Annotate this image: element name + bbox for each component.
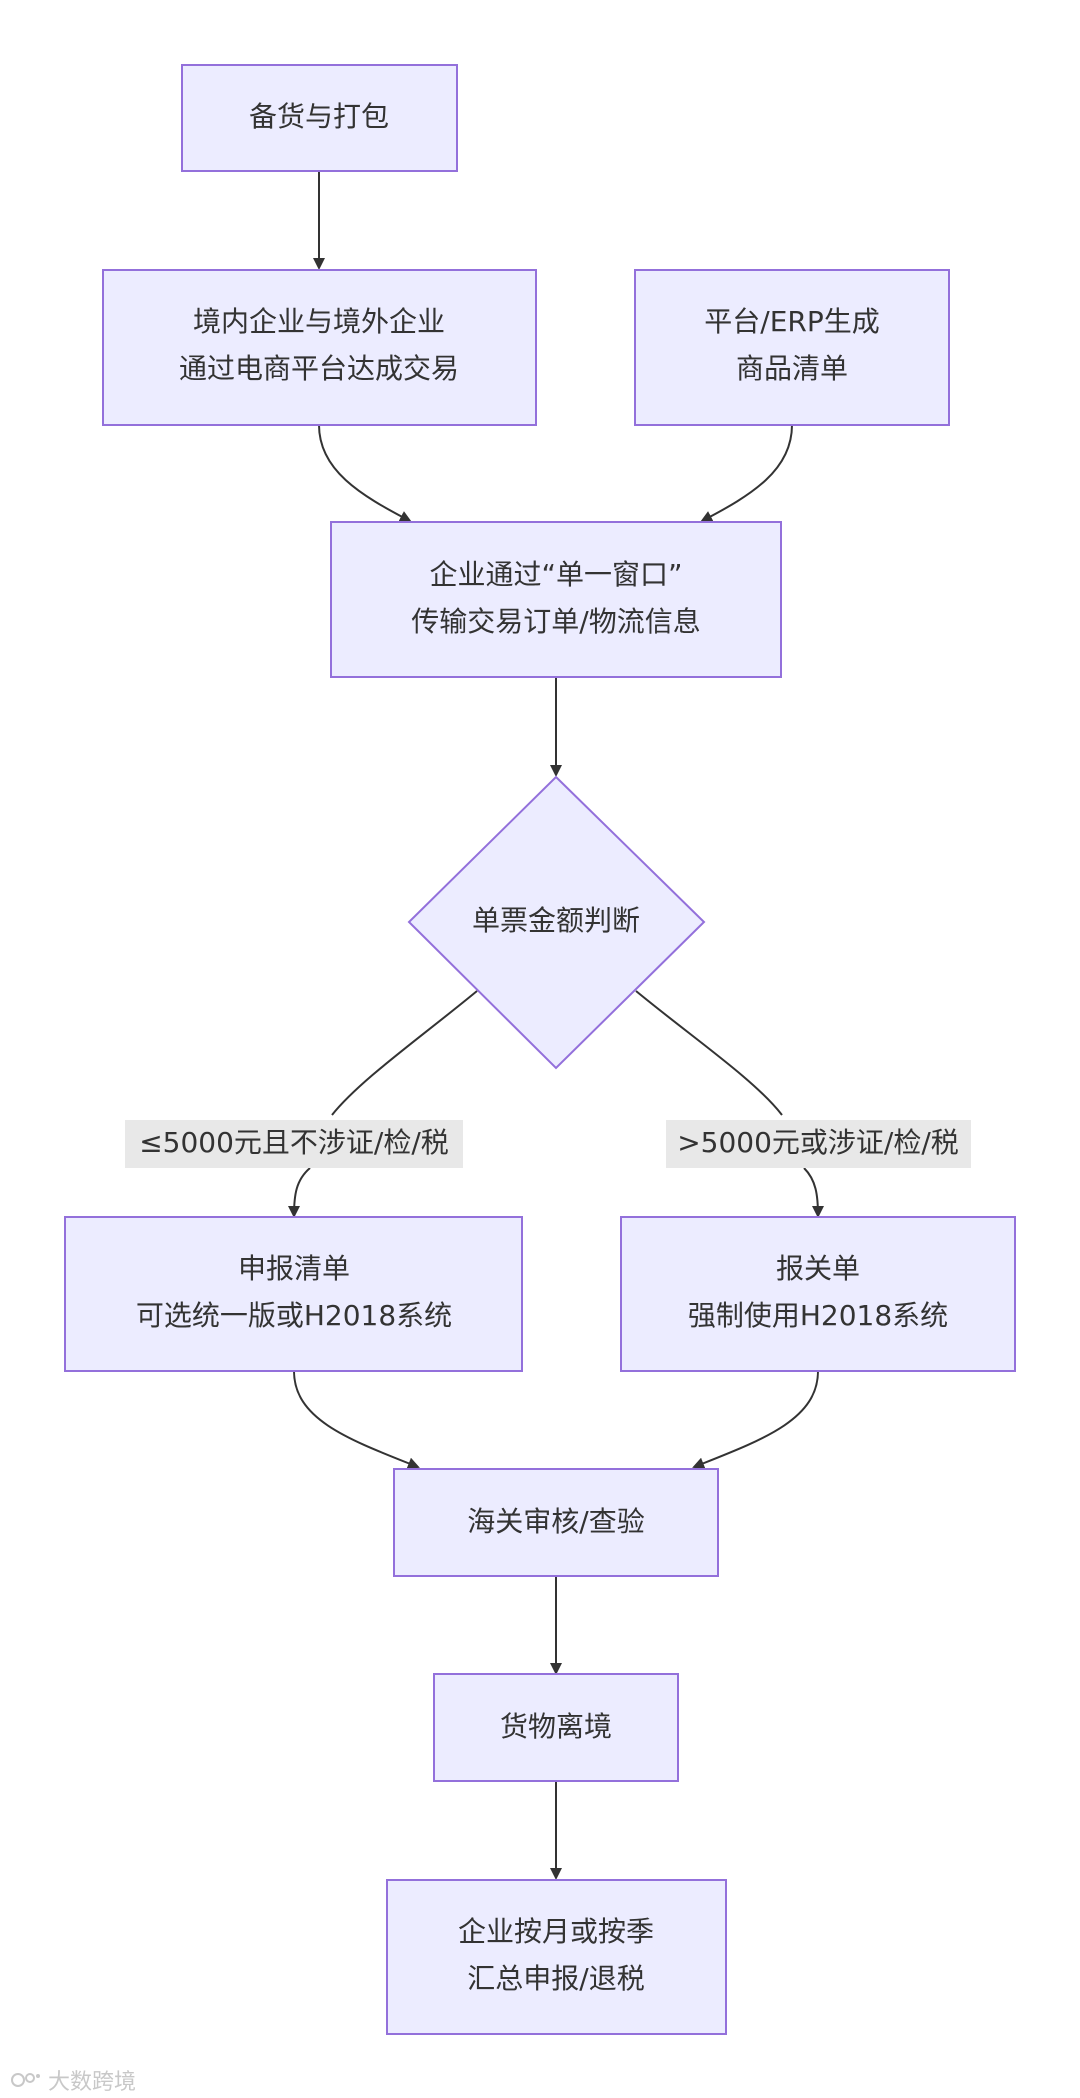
node-refund-line-2: 汇总申报/退税	[467, 1962, 644, 1995]
node-customs-line-1: 报关单	[776, 1252, 860, 1285]
node-platform: 平台/ERP生成 商品清单	[634, 269, 950, 426]
node-depart: 货物离境	[433, 1673, 679, 1782]
watermark-text: 大数跨境	[48, 2070, 137, 2095]
edge-label-right: >5000元或涉证/检/税	[666, 1120, 971, 1168]
node-refund-line-1: 企业按月或按季	[458, 1915, 654, 1948]
node-review: 海关审核/查验	[393, 1468, 719, 1577]
node-window-line-1: 企业通过“单一窗口”	[429, 558, 682, 591]
node-customs-line-2: 强制使用H2018系统	[688, 1299, 948, 1332]
edge-label-left: ≤5000元且不涉证/检/税	[125, 1120, 463, 1168]
edges	[293, 171, 819, 1880]
node-customs: 报关单 强制使用H2018系统	[620, 1216, 1016, 1372]
edge-list-review	[293, 1370, 420, 1469]
node-prepare-line-1: 备货与打包	[249, 100, 389, 133]
edge-decision-customs	[635, 990, 818, 1216]
edge-platform-window	[700, 424, 793, 522]
node-platform-line-1: 平台/ERP生成	[704, 305, 879, 338]
node-trade: 境内企业与境外企业 通过电商平台达成交易	[102, 269, 537, 426]
edge-label-left-text: ≤5000元且不涉证/检/税	[139, 1126, 449, 1159]
node-window-line-2: 传输交易订单/物流信息	[411, 605, 700, 638]
edge-label-right-text: >5000元或涉证/检/税	[677, 1126, 959, 1159]
edge-decision-list	[294, 990, 478, 1216]
node-depart-line-1: 货物离境	[500, 1710, 612, 1743]
node-list-line-1: 申报清单	[238, 1252, 350, 1285]
node-decision: 单票金额判断	[407, 775, 706, 1070]
node-prepare: 备货与打包	[181, 64, 458, 172]
node-window: 企业通过“单一窗口” 传输交易订单/物流信息	[330, 521, 782, 678]
edge-customs-review	[692, 1370, 819, 1469]
edge-trade-window	[318, 424, 412, 522]
node-trade-line-1: 境内企业与境外企业	[193, 305, 445, 338]
brand-logo-icon	[11, 2073, 40, 2087]
watermark: 大数跨境	[10, 2064, 136, 2096]
node-list: 申报清单 可选统一版或H2018系统	[64, 1216, 523, 1372]
node-trade-line-2: 通过电商平台达成交易	[179, 352, 459, 385]
node-decision-line-1: 单票金额判断	[472, 904, 640, 937]
node-list-line-2: 可选统一版或H2018系统	[136, 1299, 452, 1332]
node-refund: 企业按月或按季 汇总申报/退税	[386, 1879, 727, 2035]
node-review-line-1: 海关审核/查验	[467, 1505, 644, 1538]
node-platform-line-2: 商品清单	[736, 352, 848, 385]
